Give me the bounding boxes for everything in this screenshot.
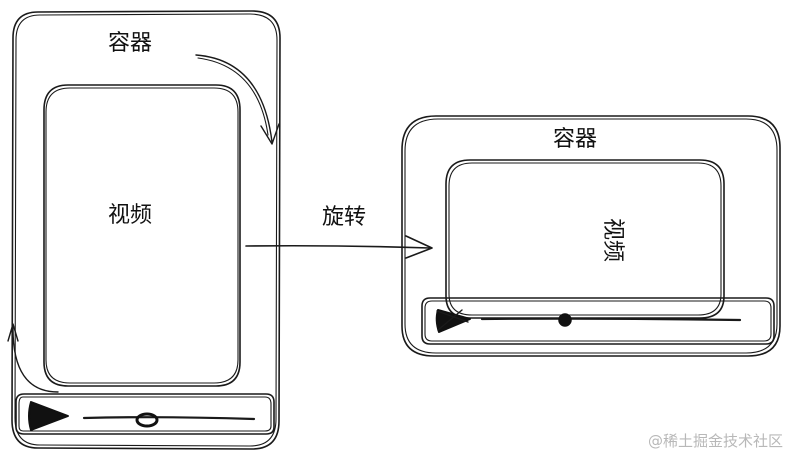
landscape-container-label: 容器 — [553, 127, 597, 152]
landscape-video-label: 视频 — [600, 218, 625, 262]
portrait-video-box — [43, 84, 241, 387]
progress-knob-icon[interactable] — [558, 313, 572, 327]
portrait-video-label: 视频 — [108, 203, 152, 228]
watermark: @稀土掘金技术社区 — [648, 432, 783, 450]
portrait-container-label: 容器 — [108, 31, 152, 56]
rotation-arrow: 旋转 — [245, 205, 433, 259]
rotate-arrow-top — [195, 54, 280, 145]
portrait-container — [11, 10, 281, 450]
play-icon[interactable] — [28, 401, 69, 431]
progress-track[interactable] — [480, 317, 742, 322]
portrait-control-bar — [15, 393, 275, 435]
landscape-control-bar — [421, 297, 775, 345]
progress-knob-icon[interactable] — [135, 412, 159, 428]
play-icon[interactable] — [435, 309, 471, 333]
landscape-video-box — [445, 159, 725, 319]
landscape-layout: 容器 视频 — [401, 115, 781, 357]
rotation-label: 旋转 — [322, 205, 366, 230]
portrait-layout: 容器 视频 — [7, 10, 281, 450]
progress-track[interactable] — [82, 416, 256, 421]
landscape-container — [401, 115, 781, 357]
rotate-arrow-bottom — [7, 323, 59, 393]
